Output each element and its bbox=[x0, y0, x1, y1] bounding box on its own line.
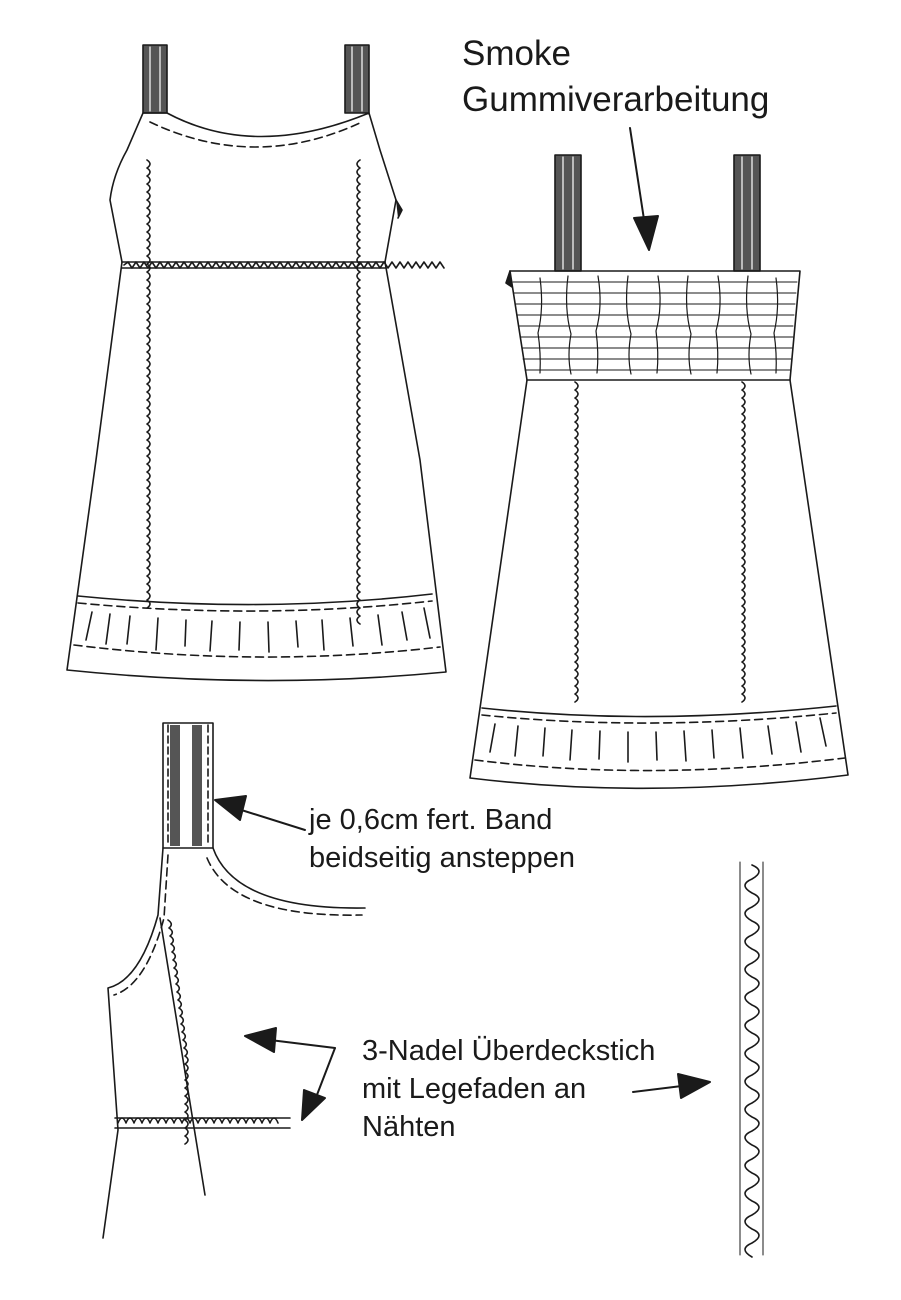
coverstitch-sample-loop bbox=[744, 864, 760, 1258]
front-right-princess-seam bbox=[356, 159, 361, 625]
front-flounce-seam bbox=[77, 593, 433, 606]
back-flounce-seam bbox=[481, 705, 837, 718]
detail-neckline bbox=[212, 847, 366, 909]
back-dress-view bbox=[469, 154, 849, 790]
band-label-line1: je 0,6cm fert. Band bbox=[309, 804, 553, 836]
stitch-arrow-line-1 bbox=[269, 1039, 336, 1049]
front-left-strap bbox=[142, 44, 168, 114]
coverstitch-sample bbox=[739, 861, 764, 1258]
stitch-arrowhead-1 bbox=[244, 1027, 277, 1053]
stitch-label-line1: 3-Nadel Überdeckstich bbox=[362, 1035, 656, 1067]
stitch-label-line2: mit Legefaden an bbox=[362, 1073, 587, 1105]
smock-elastic-rows bbox=[512, 281, 798, 371]
detail-armhole bbox=[102, 847, 164, 1239]
front-right-strap bbox=[344, 44, 370, 114]
smoke-arrowhead bbox=[633, 215, 659, 251]
smoke-label-line2: Gummiverarbeitung bbox=[462, 80, 770, 119]
smoke-label-line1: Smoke bbox=[462, 34, 571, 73]
detail-princess-coverstitch bbox=[167, 919, 189, 1145]
back-left-princess-seam bbox=[574, 381, 579, 703]
detail-strap-armhole bbox=[102, 722, 366, 1239]
back-right-princess-seam bbox=[741, 381, 746, 703]
stitch-arrowhead-2 bbox=[301, 1089, 326, 1121]
detail-waist-coverstitch bbox=[117, 1117, 279, 1124]
back-skirt-outline bbox=[469, 379, 849, 790]
smoke-arrow-line bbox=[629, 127, 646, 227]
front-bodice-outline bbox=[66, 112, 447, 682]
front-waist-coverstitch bbox=[123, 261, 445, 269]
stitch-arrow-line-2 bbox=[314, 1047, 336, 1101]
band-arrow-line bbox=[234, 807, 306, 831]
front-dress-view bbox=[66, 44, 447, 682]
stitch-label-line3: Nähten bbox=[362, 1111, 456, 1143]
band-arrowhead bbox=[214, 795, 247, 821]
sample-arrowhead bbox=[677, 1073, 711, 1099]
back-left-strap bbox=[554, 154, 582, 272]
band-label-line2: beidseitig ansteppen bbox=[309, 842, 576, 874]
front-left-princess-seam bbox=[146, 159, 151, 609]
leader-arrows bbox=[214, 127, 711, 1121]
back-right-strap bbox=[733, 154, 761, 272]
